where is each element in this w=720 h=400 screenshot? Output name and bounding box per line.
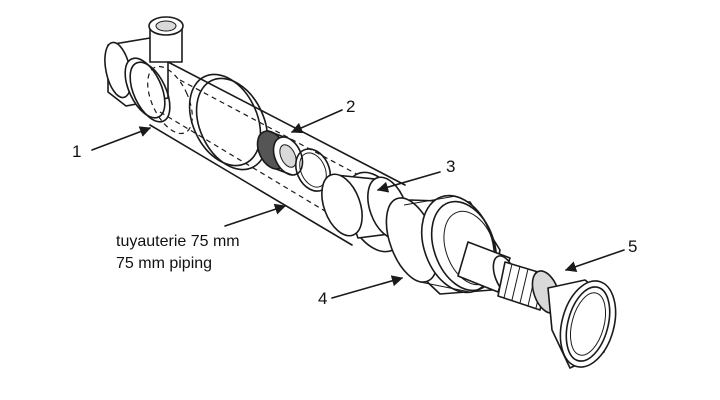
part-2-threaded-insert: [256, 130, 304, 176]
leader-piping: [224, 203, 287, 227]
callout-5: 5: [628, 237, 637, 256]
leader-5: [564, 249, 625, 273]
caption-line-2: 75 mm piping: [116, 255, 212, 272]
callout-1: 1: [72, 142, 81, 161]
callout-2: 2: [346, 97, 355, 116]
callout-3: 3: [446, 157, 455, 176]
leader-lines: [91, 109, 625, 299]
leader-4: [331, 275, 404, 299]
caption-line-1: tuyauterie 75 mm: [116, 233, 240, 250]
leader-2: [290, 109, 343, 134]
callout-4: 4: [318, 289, 327, 308]
leader-3: [376, 171, 441, 193]
part-5-end-cap: [457, 241, 617, 369]
leader-1: [91, 126, 152, 151]
